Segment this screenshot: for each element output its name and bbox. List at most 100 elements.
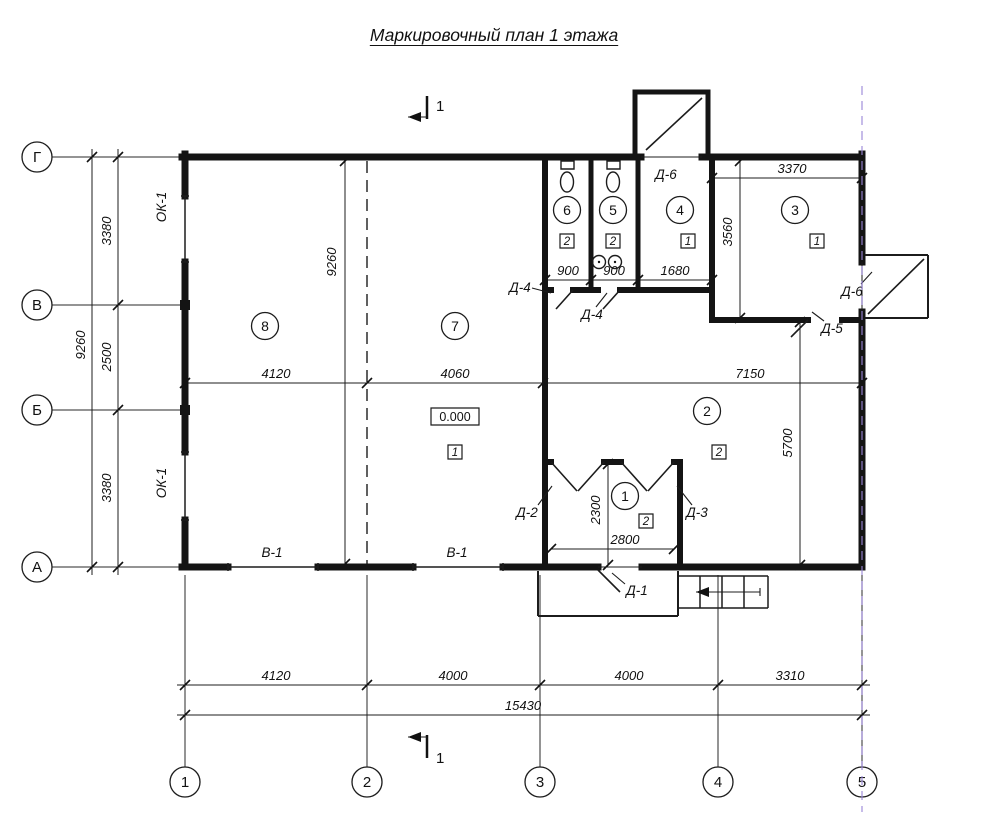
dim-5700: 5700 [780,428,795,458]
door-d2-leaf-a [551,462,577,491]
dim-bottom-segments: 4120 4000 4000 3310 [177,668,870,691]
toilet-tank-room5 [607,161,620,169]
dim-bottom-4000-b: 4000 [615,668,645,683]
floor-mark-room6: 2 [563,236,571,248]
element-labels: Д-6 Д-4 Д-4 Д-6 Д-5 Д-2 Д-3 Д-1 В-1 В-1 … [154,167,863,598]
dim-bottom-overall: 15430 [177,698,870,721]
right-annex [865,255,928,318]
axis-col-4: 4 [714,774,722,791]
floor-mark-room1: 2 [642,516,650,528]
dim-middle-row: 4120 4060 7150 [179,366,868,389]
section-number-top: 1 [436,98,444,115]
toilet-bowl-room5 [607,172,620,192]
label-leaders [532,272,872,584]
dim-left-segments: 3380 2500 3380 [99,149,124,575]
dim-vestibule-depth: 2300 [588,458,614,571]
floor-mark-room3: 1 [814,236,820,248]
axis-col-3: 3 [536,774,544,791]
dim-left-3380-bottom: 3380 [99,473,114,503]
dim-mid-7150: 7150 [736,366,766,381]
window-label-ok1-top: ОК-1 [154,192,169,222]
door-d3-leaf-b [648,462,674,491]
door-d4-a-leaf [556,290,573,309]
axis-row-a: А [32,559,42,576]
dim-bottom-4000-a: 4000 [439,668,469,683]
dim-bottom-3310: 3310 [776,668,806,683]
sink-a [593,256,606,269]
dim-vestibule-width: 2800 [545,532,680,555]
door-d2-leaf-b [578,462,604,491]
floor-mark-room7: 1 [452,447,458,459]
dim-wc-900-b: 900 [603,263,625,278]
room-number-5: 5 [609,202,617,218]
door-d4-b-leaf [603,290,620,309]
toilet-bowl-room6 [561,172,574,192]
door-d6-top-swing [646,98,702,150]
room-number-6: 6 [563,202,571,218]
dim-2800: 2800 [610,532,641,547]
axis-bubbles: Г В Б А 1 2 3 4 5 [22,142,877,797]
dim-3560: 3560 [720,217,735,247]
dim-left-3380-top: 3380 [99,216,114,246]
dim-room2-height: 5700 [780,316,806,571]
dim-wc-900-a: 900 [557,263,579,278]
floor-type-marks: 2 2 1 1 1 2 2 [448,234,824,528]
window-label-ok1-bottom: ОК-1 [154,468,169,498]
door-label-d6-top: Д-6 [653,167,677,182]
door-label-d5: Д-5 [819,321,843,336]
partition-walls [591,160,638,287]
dim-3370: 3370 [778,161,808,176]
window-label-v1-a: В-1 [261,545,282,560]
door-swings [551,98,924,592]
pilaster-row-v [180,300,190,310]
dim-interior-9260: 9260 [324,247,339,277]
dim-wc-row: 900 900 1680 [539,263,718,286]
dim-left-9260: 9260 [73,330,88,360]
door-label-d6-right: Д-6 [839,284,863,299]
axis-col-2: 2 [363,774,371,791]
pilaster-row-b [180,405,190,415]
dim-2300: 2300 [588,495,603,526]
dim-left-overall: 9260 [73,149,98,575]
dim-left-2500: 2500 [99,342,114,373]
entry-porch [538,571,678,616]
floor-mark-room5: 2 [609,236,617,248]
dim-bottom-4120: 4120 [262,668,292,683]
room-bubbles: 8 7 6 5 4 3 2 1 [252,197,809,510]
dim-room3-width: 3370 [706,161,868,184]
steps [678,576,768,608]
door-d5-leaf [791,320,808,337]
section-mark-bottom: 1 [408,732,444,767]
axis-row-g: Г [33,149,41,166]
floor-mark-room4: 1 [685,236,691,248]
room-number-1: 1 [621,488,629,504]
room-number-3: 3 [791,202,799,218]
drawing-title: Маркировочный план 1 этажа [0,25,988,46]
axis-row-v: В [32,297,42,314]
section-number-bottom: 1 [436,750,444,767]
dim-bottom-15430: 15430 [505,698,542,713]
wc-fixtures [561,161,622,269]
door-d1-leaf [598,570,620,592]
door-label-d2: Д-2 [514,505,538,520]
dim-mid-4120: 4120 [262,366,292,381]
level-mark: 0.000 [431,408,479,425]
sink-b [609,256,622,269]
room-number-4: 4 [676,202,684,218]
dim-interior-height: 9260 [324,155,351,570]
top-tambour-walls [635,92,708,154]
door-label-d4-mid: Д-4 [579,307,603,322]
room-number-7: 7 [451,318,459,334]
dim-wc-1680: 1680 [661,263,691,278]
door-label-d4-left: Д-4 [507,280,531,295]
toilet-tank-room6 [561,161,574,169]
door-d6-right-swing [868,259,924,314]
room-number-8: 8 [261,318,269,334]
room-number-2: 2 [703,403,711,419]
dim-room3-height: 3560 [720,155,746,324]
level-mark-value: 0.000 [439,410,470,424]
door-label-d3: Д-3 [684,505,708,520]
window-label-v1-b: В-1 [446,545,467,560]
axis-col-1: 1 [181,774,189,791]
